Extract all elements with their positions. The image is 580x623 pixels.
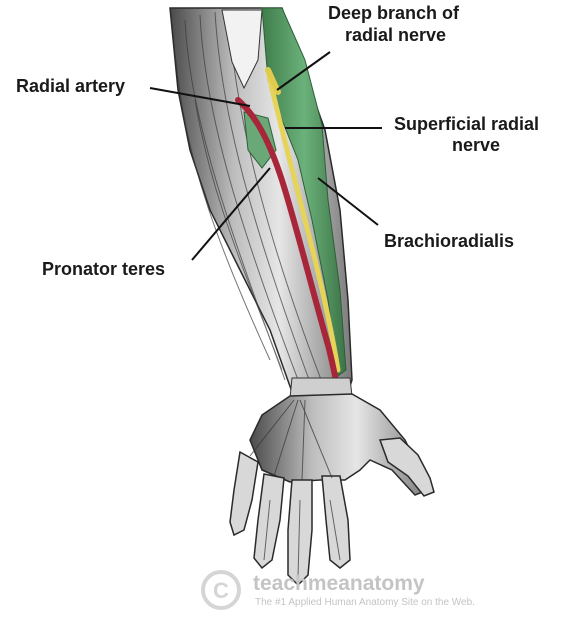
leader-deep-branch [276,51,331,91]
fingers [229,437,435,587]
pronator-teres-muscle [243,111,277,169]
label-radial-artery: Radial artery [16,76,126,96]
watermark-tagline: The #1 Applied Human Anatomy Site on the… [255,597,475,608]
copyright-logo: C [201,570,241,610]
label-pronator-teres: Pronator teres [42,259,166,279]
deep-branch-radial-nerve [265,67,281,95]
index-finger [321,475,351,569]
thumb [378,437,435,497]
leader-pronator-teres [191,167,271,261]
ring-finger [253,473,285,570]
watermark-brand: teachmeanatomy [253,572,425,595]
leader-radial-artery [149,87,251,107]
brachioradialis-muscle [261,7,347,377]
little-finger [229,450,259,537]
radial-artery [235,97,339,383]
biceps-tendon [221,9,263,90]
leader-brachioradialis [317,177,379,226]
leader-lines [149,51,382,261]
superficial-radial-nerve [265,67,341,373]
svg-text:C: C [213,578,229,603]
label-deep-branch-line2: radial nerve [345,25,447,45]
hand-tendons [249,399,341,579]
label-superficial-line1: Superficial radial [394,114,540,134]
label-superficial-line2: nerve [452,135,501,155]
label-deep-branch-line1: Deep branch of [328,3,460,23]
middle-finger [287,479,313,587]
label-brachioradialis: Brachioradialis [384,231,515,251]
palm [249,393,429,496]
